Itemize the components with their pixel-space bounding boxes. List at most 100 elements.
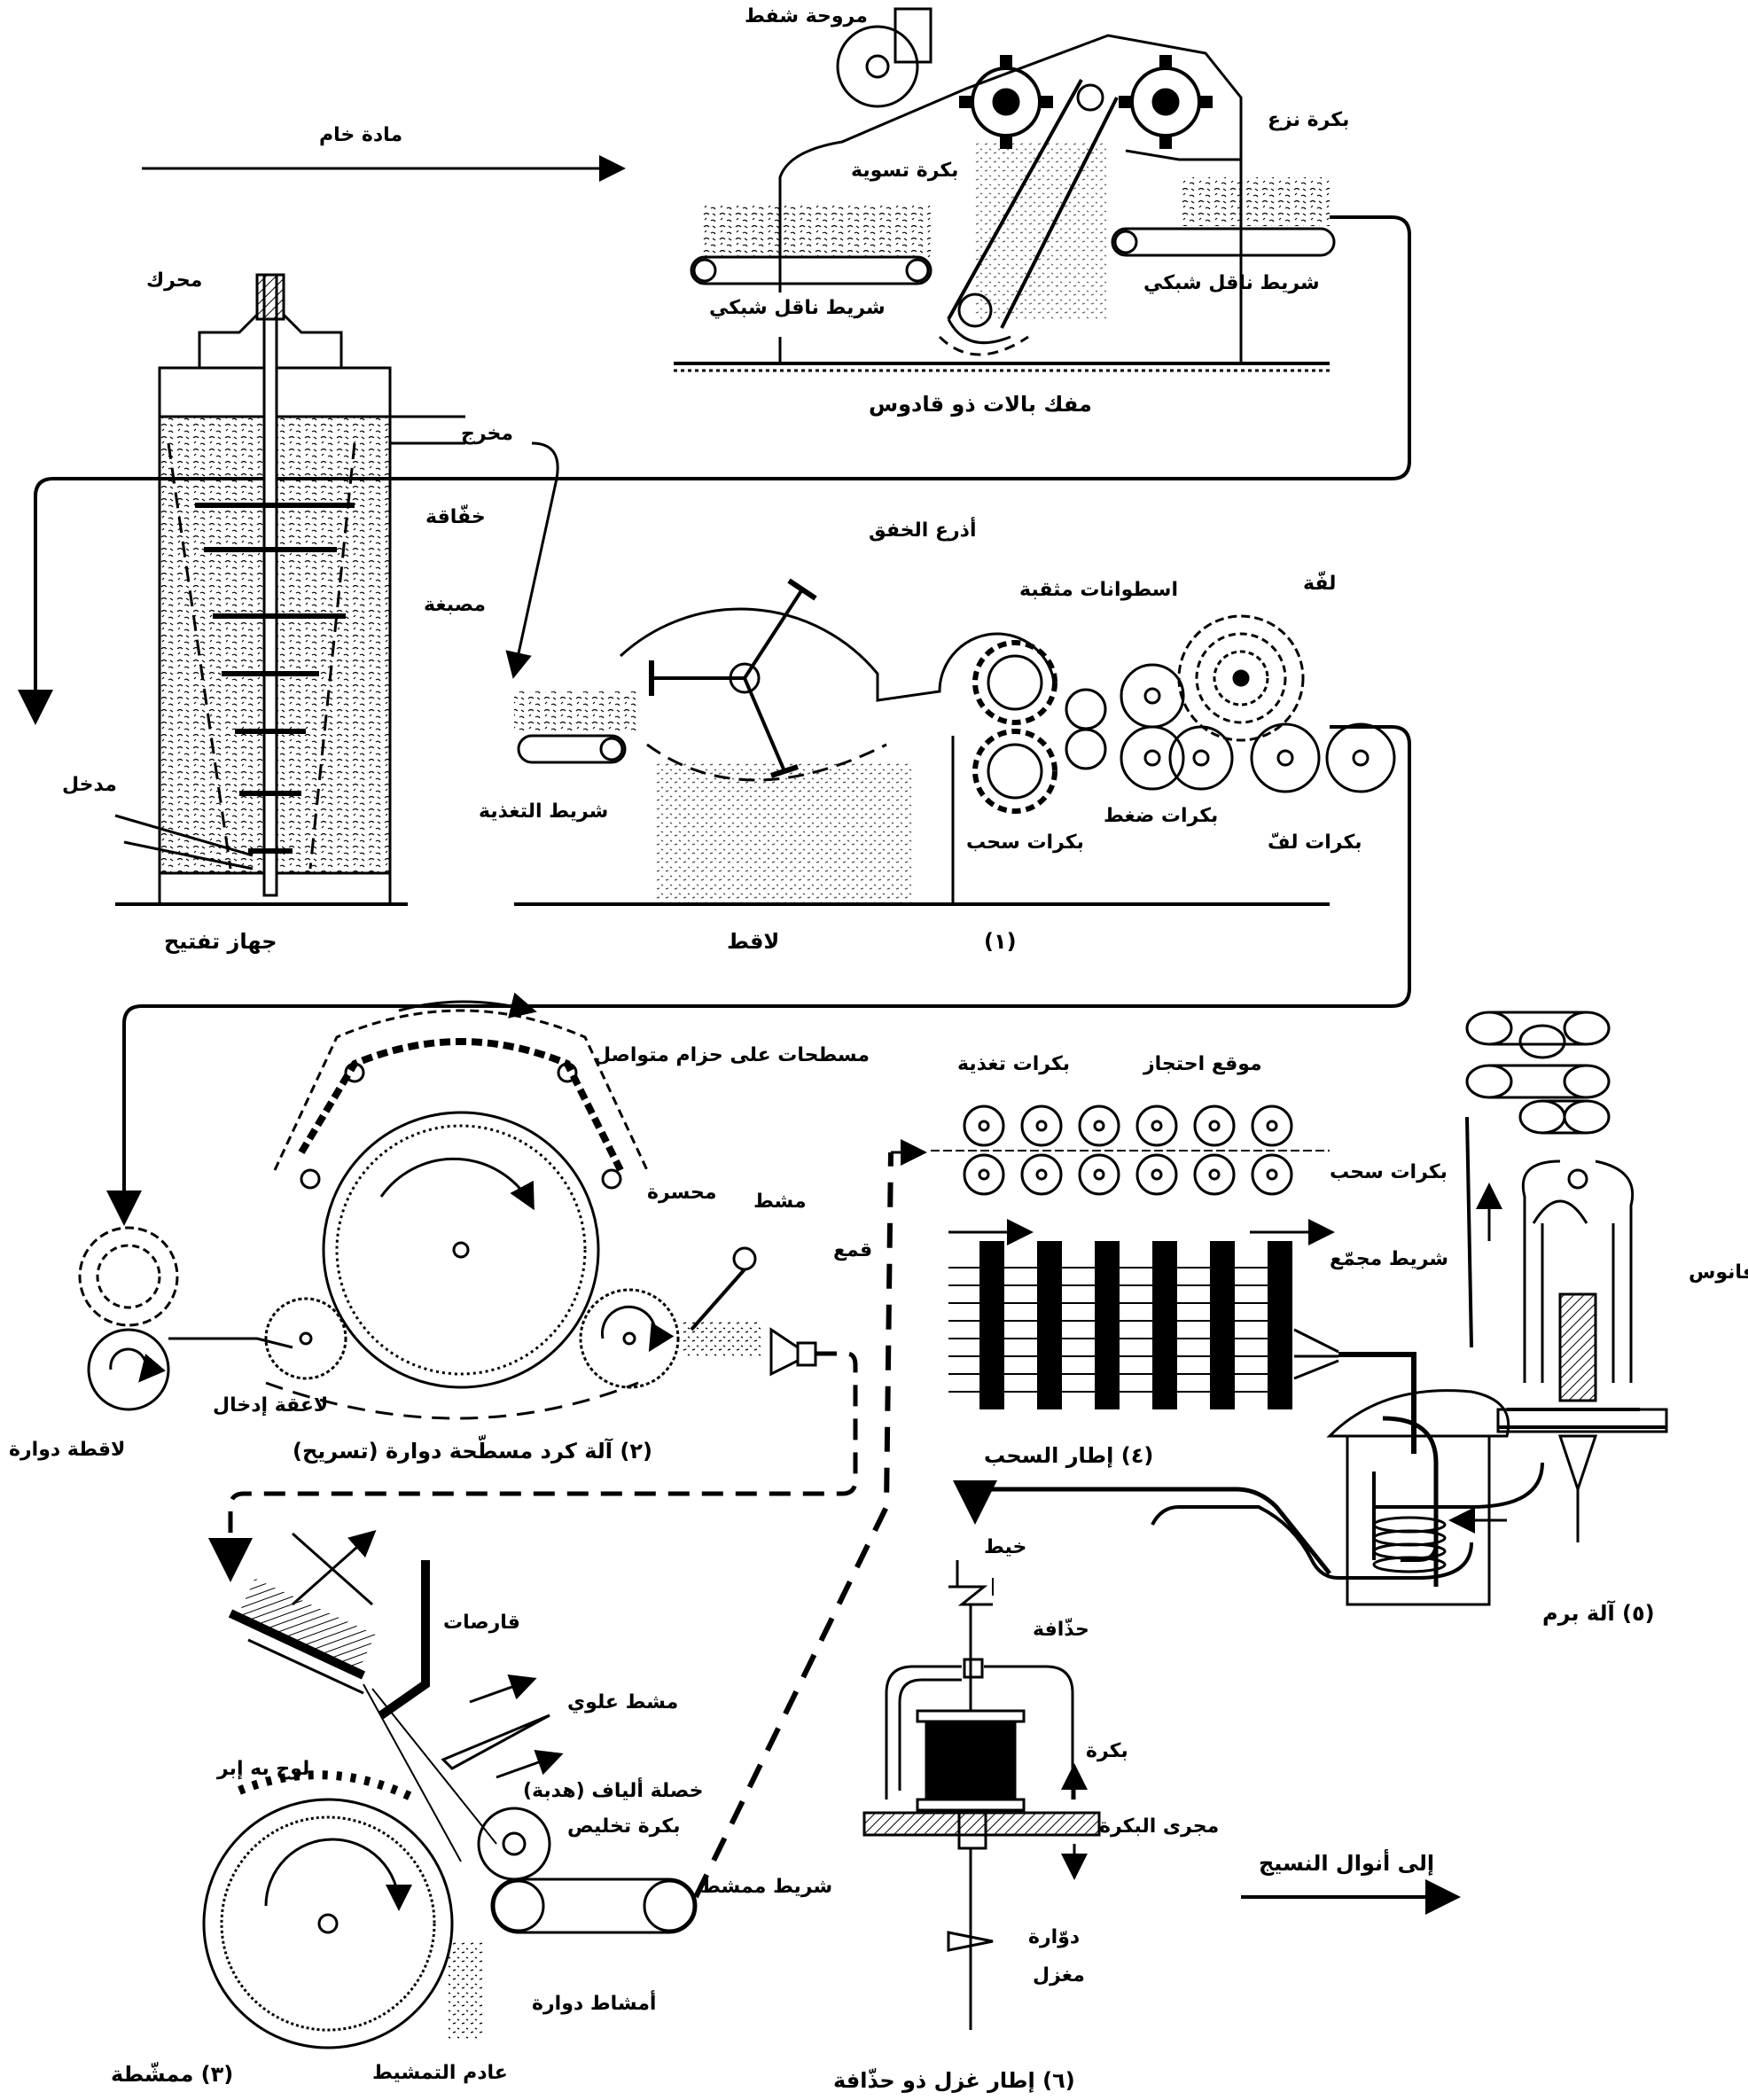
stripping-roll xyxy=(1130,66,1201,137)
grid-label: مصبغة xyxy=(424,594,487,616)
lap-icon xyxy=(1177,614,1305,742)
suction-fan-icon xyxy=(836,25,919,108)
hopper-bale-opener-title: مفك بالات ذو قادوس xyxy=(869,392,1092,417)
needle-plate-label: لوح به إبر xyxy=(217,1758,310,1780)
beater-arms xyxy=(652,588,804,772)
draw-frame-title: (٤) إطار السحب xyxy=(984,1443,1154,1468)
yarn-label: خيط xyxy=(984,1536,1027,1558)
doffer-label: محسرة xyxy=(647,1182,717,1204)
rotary-combs-label: أمشاط دوارة xyxy=(532,1993,657,2015)
draw-rolls-2-label: بكرات سحب xyxy=(1330,1161,1448,1183)
licker-in xyxy=(264,1297,347,1380)
fiber-tuft-label: خصلة ألياف (هدبة) xyxy=(523,1780,704,1802)
whorl-label: دوّارة xyxy=(1028,1926,1081,1948)
licker-in-label: لاعقة إدخال xyxy=(213,1394,329,1417)
trumpet-label: قمع xyxy=(833,1239,873,1261)
draw-roll-top xyxy=(1065,688,1107,730)
ring-rail-label: مجرى البكرة xyxy=(1099,1815,1220,1838)
outlet-chute xyxy=(390,415,465,445)
card-lap-icon xyxy=(78,1226,179,1327)
traveler-label: حذّافة xyxy=(1033,1619,1089,1641)
comber-title: (٣) ممشّطة xyxy=(111,2062,234,2087)
lap-rolls-label: بكرات لفّ xyxy=(1268,831,1362,854)
raw-material-label: مادة خام xyxy=(319,124,403,146)
lap-label: لفّة xyxy=(1303,573,1337,595)
nippers-label: قارصات xyxy=(443,1612,520,1634)
top-comb xyxy=(441,1714,550,1770)
scutcher-title: لاقط xyxy=(727,929,780,954)
main-cylinder xyxy=(322,1111,600,1389)
card-title: (٢) آلة كرد مسطّحة دوارة (تسريح) xyxy=(293,1439,652,1464)
flats-belt xyxy=(298,1038,624,1172)
doffing-comb xyxy=(732,1246,757,1271)
lap-roll xyxy=(1325,722,1396,793)
motor-label: محرك xyxy=(146,269,203,292)
suction-fan-label: مروحة شفط xyxy=(745,5,868,27)
comber-cylinder xyxy=(202,1798,454,2049)
spindle-label: مغزل xyxy=(1033,1964,1085,1987)
beater-arms-label: أذرع الخفق xyxy=(869,519,977,542)
motor-icon xyxy=(255,273,285,321)
ring-spinning-frame xyxy=(862,1560,1461,2030)
perforated-cylinder-bottom xyxy=(972,729,1057,814)
mesh-conveyor-left xyxy=(690,255,933,285)
feed-belt xyxy=(517,734,627,764)
comber xyxy=(202,1139,927,2049)
ring-rail xyxy=(862,1811,1101,1837)
to-looms-label: إلى أنوال النسيج xyxy=(1259,1851,1435,1876)
beater-label: خفّاقة xyxy=(425,506,486,528)
lap-roll xyxy=(1250,722,1321,793)
rotating-lap xyxy=(87,1328,170,1411)
mesh-conveyor-label-right: شريط ناقل شبكي xyxy=(1143,272,1320,294)
yarn-guide xyxy=(948,1560,993,1606)
detaching-roll-label: بكرة تخليص xyxy=(567,1815,681,1838)
drafting-rollers xyxy=(1465,1011,1611,1135)
perforated-cylinders-label: اسطوانات مثقبة xyxy=(1019,579,1178,601)
feed-rolls-label: بكرات تغذية xyxy=(957,1053,1071,1075)
inlet-label: مدخل xyxy=(62,774,117,796)
inlet-chute xyxy=(114,814,254,870)
roving-frame xyxy=(953,1011,1668,1587)
perforated-cylinder-top xyxy=(972,640,1057,725)
roving-frame-title: (٥) آلة برم xyxy=(1542,1601,1655,1626)
sliver-coil xyxy=(1372,1516,1447,1573)
outlet-label: مخرج xyxy=(461,423,514,445)
sliver-label: شريط مجمّع xyxy=(1330,1248,1449,1270)
draw-roll-bottom xyxy=(1065,728,1107,770)
roving-bobbin xyxy=(1558,1292,1597,1402)
doffer xyxy=(579,1288,680,1389)
stripping-roll-label: بكرة نزع xyxy=(1268,109,1350,131)
outlet-flow-arrow xyxy=(505,441,559,679)
combed-sliver-label: شريط ممشط xyxy=(700,1876,833,1898)
rotating-lap-label: لاقطة دوارة xyxy=(9,1439,126,1461)
combed-sliver-belt xyxy=(490,1878,698,1934)
feed-rolls xyxy=(963,1105,1293,1196)
card-machine xyxy=(78,992,858,1582)
leveling-roll-label: بكرة تسوية xyxy=(851,160,959,182)
opener-machine xyxy=(114,273,465,906)
flats-belt-label: مسطحات على حزام متواصل xyxy=(594,1044,870,1066)
whorl xyxy=(947,1931,994,1952)
flow-line-2 xyxy=(106,725,1411,1226)
nippers xyxy=(378,1560,430,1720)
hopper-bale-opener xyxy=(674,7,1336,372)
opener-title: جهاز تفتيح xyxy=(164,929,277,954)
press-roll xyxy=(1120,725,1185,791)
flyer-lantern-label: فانوس xyxy=(1689,1261,1748,1284)
opener-shaft xyxy=(262,273,278,897)
flyer xyxy=(1522,1159,1635,1383)
draw-rolls-label: بكرات سحب xyxy=(966,831,1084,854)
draft-zone-label: موقع احتجاز xyxy=(1143,1053,1262,1075)
flow-line-1 xyxy=(18,215,1411,725)
ring-frame-title: (٦) إطار غزل ذو حذّافة xyxy=(833,2068,1075,2093)
sliver-to-can xyxy=(1338,1352,1416,1454)
scutcher xyxy=(514,578,1396,906)
bobbin-label: بكرة xyxy=(1086,1740,1128,1762)
noil-label: عادم التمشيط xyxy=(372,2062,508,2084)
mesh-conveyor-right xyxy=(1111,227,1336,257)
feed-belt-label: شريط التغذية xyxy=(479,800,609,823)
leveling-roll xyxy=(971,66,1042,137)
top-comb-label: مشط علوي xyxy=(567,1691,679,1714)
process-number-1: (١) xyxy=(984,929,1017,954)
